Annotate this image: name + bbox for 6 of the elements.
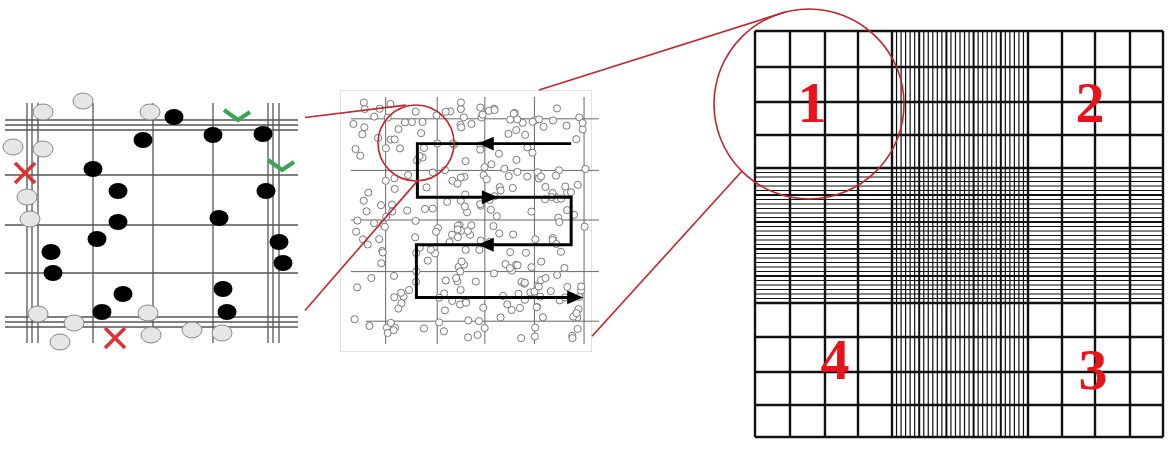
zoom-line: [538, 11, 787, 91]
zoom-line: [304, 104, 407, 119]
zoom-line: [304, 179, 420, 312]
magnify-circle: [713, 8, 905, 200]
zoom-line: [591, 170, 743, 338]
magnify-circle: [377, 104, 455, 182]
